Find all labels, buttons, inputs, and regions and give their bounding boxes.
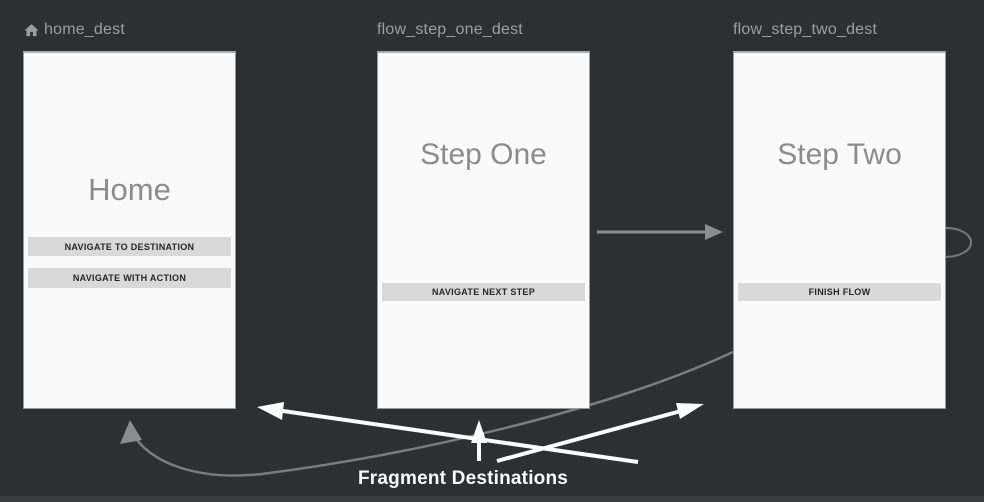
destination-card-step-one[interactable]: Step One NAVIGATE NEXT STEP (377, 51, 590, 409)
navigate-next-step-button[interactable]: NAVIGATE NEXT STEP (382, 283, 585, 301)
annotation-label: Fragment Destinations (358, 468, 569, 489)
arrowhead-icon (120, 420, 142, 444)
arrowhead-icon (257, 402, 284, 420)
destination-label-text: flow_step_one_dest (377, 21, 523, 38)
arrowhead-icon (705, 224, 723, 240)
annotation-arrow-to-home (257, 402, 639, 464)
bottom-strip (0, 496, 984, 502)
arrowhead-icon (471, 420, 487, 443)
destination-label-text: home_dest (44, 21, 125, 38)
fragment-title: Step Two (777, 138, 902, 171)
arrowhead-icon (676, 403, 704, 419)
navigate-to-destination-button[interactable]: NAVIGATE TO DESTINATION (28, 237, 231, 256)
destination-label-home[interactable]: home_dest (23, 20, 125, 40)
destination-label-step-one[interactable]: flow_step_one_dest (377, 20, 523, 40)
finish-flow-button[interactable]: FINISH FLOW (738, 283, 941, 301)
destination-card-home[interactable]: Home NAVIGATE TO DESTINATION NAVIGATE WI… (23, 51, 236, 409)
navigate-with-action-button[interactable]: NAVIGATE WITH ACTION (28, 268, 231, 288)
fragment-title: Step One (420, 138, 547, 171)
destination-label-text: flow_step_two_dest (733, 21, 878, 38)
destination-card-step-two[interactable]: Step Two FINISH FLOW (733, 51, 946, 409)
action-edge-step-one-to-step-two[interactable] (597, 224, 723, 240)
annotation-arrow-to-step-one (471, 420, 487, 461)
home-icon (24, 23, 39, 36)
destination-label-step-two[interactable]: flow_step_two_dest (733, 20, 877, 40)
annotation-arrow-to-step-two (496, 403, 704, 463)
fragment-title: Home (88, 172, 171, 207)
